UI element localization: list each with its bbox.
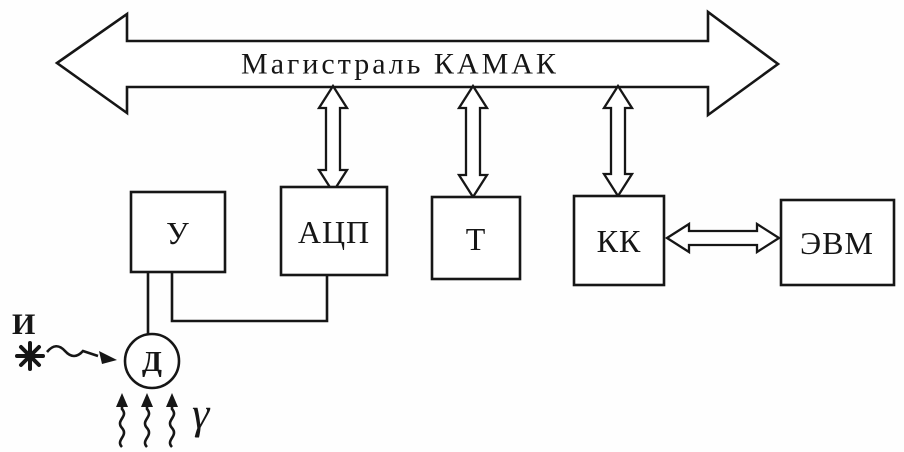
- source-label: И: [12, 308, 35, 341]
- computer-box: [779, 198, 896, 287]
- adc-box: [279, 185, 389, 277]
- gamma-wavy-arrow-3: [168, 405, 176, 448]
- source-to-detector-wavy-arrow: [45, 344, 99, 358]
- gamma-rays-icon: [116, 393, 178, 448]
- bus-label: Магистраль КАМАК: [241, 48, 559, 81]
- controller-computer-arrow: [664, 221, 782, 255]
- timer-label: Т: [466, 221, 487, 257]
- detector-circle: [123, 332, 181, 390]
- amplifier-adc-wire: [170, 272, 329, 323]
- adc-label: АЦП: [298, 214, 370, 250]
- radiation-source-star-icon: [15, 341, 45, 371]
- gamma-arrowhead-3: [166, 393, 178, 407]
- computer-label: ЭВМ: [800, 225, 874, 261]
- detector-label: Д: [142, 346, 162, 378]
- crate-controller-box: [572, 194, 666, 287]
- bus-controller-arrow: [601, 83, 635, 199]
- gamma-arrowhead-1: [116, 393, 128, 407]
- timer-box: [430, 195, 522, 281]
- bus-adc-arrow: [316, 83, 350, 195]
- amplifier-box: [129, 190, 227, 274]
- bus-timer-arrow: [456, 83, 490, 200]
- gamma-arrowhead-2: [141, 393, 153, 407]
- amplifier-label: У: [166, 215, 190, 251]
- camac-bus-arrow: [54, 9, 781, 118]
- crate-controller-label: КК: [597, 223, 642, 259]
- gamma-wavy-arrow-2: [143, 405, 151, 448]
- gamma-wavy-arrow-1: [118, 405, 126, 448]
- gamma-label: γ: [192, 389, 211, 438]
- source-arrowhead-icon: [99, 351, 117, 364]
